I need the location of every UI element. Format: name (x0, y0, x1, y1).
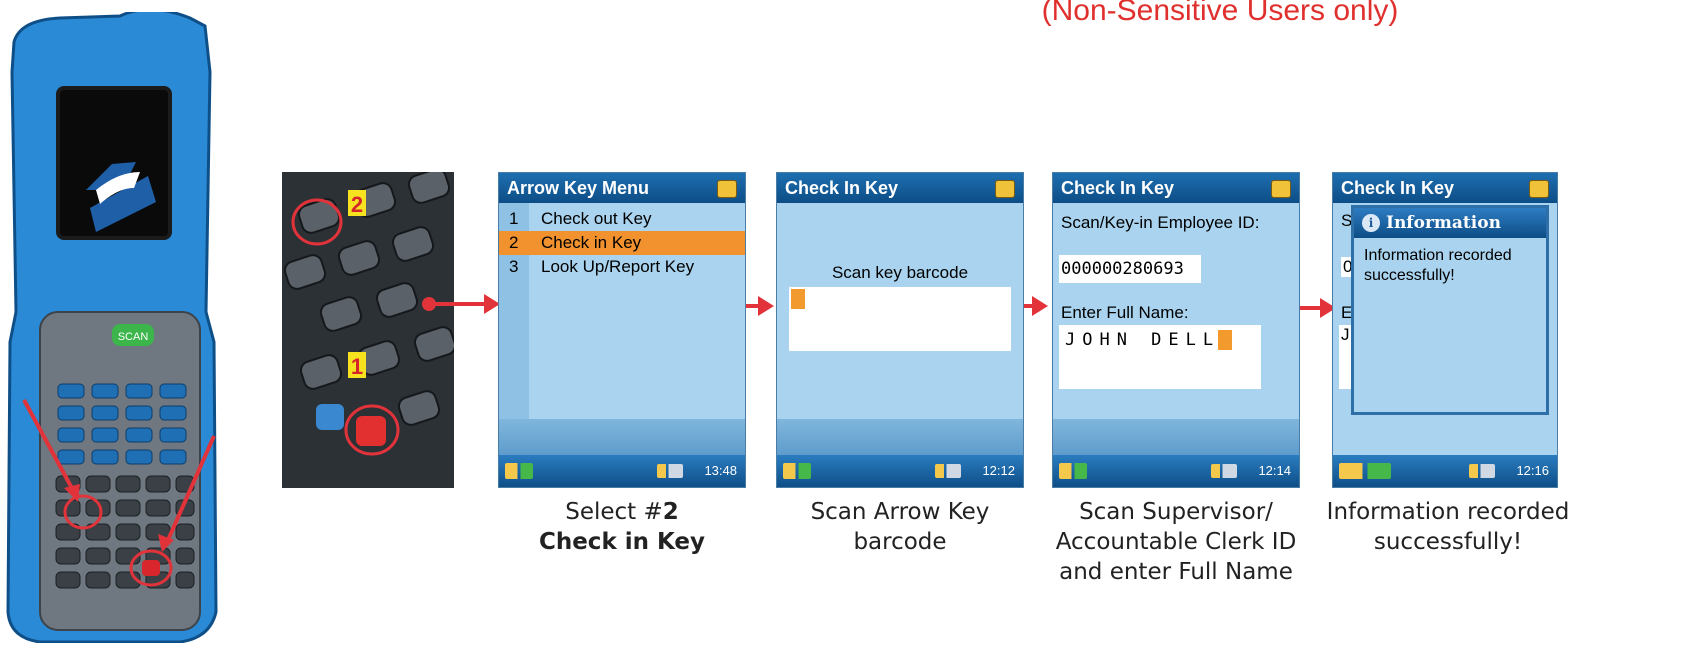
status-icons (1059, 463, 1087, 479)
menu-item-check-out-key[interactable]: 1 Check out Key (509, 209, 652, 228)
app-icon (717, 180, 737, 198)
keypad-closeup-photo: 2 1 (282, 168, 457, 488)
info-icon: i (1362, 214, 1380, 232)
app-icon (1529, 180, 1549, 198)
menu-item-look-up-report-key[interactable]: 3 Look Up/Report Key (509, 257, 695, 276)
barcode-input[interactable] (789, 287, 1011, 351)
red-key-highlight (129, 549, 173, 587)
status-icons (783, 463, 811, 479)
dialog-message: Information recorded successfully! (1364, 247, 1512, 284)
volume-battery-icon (935, 464, 961, 478)
svg-text:1: 1 (351, 354, 363, 379)
information-dialog[interactable]: i Information Information recorded succe… (1351, 205, 1549, 415)
screen-title: Check In Key (1333, 173, 1557, 203)
app-icon (1271, 180, 1291, 198)
step-2-marker (348, 190, 366, 216)
k-key-highlight (291, 198, 343, 246)
clock: 13:48 (704, 463, 737, 478)
full-name-label: Enter Full Name: (1061, 303, 1189, 322)
caption-step-1: Select #2 Check in Key (538, 499, 706, 555)
handheld-scanner-device: SCAN (0, 7, 230, 644)
status-bar: 12:16 (1333, 455, 1557, 487)
dialog-title: i Information (1354, 208, 1546, 238)
status-icons (505, 463, 533, 479)
svg-text:SCAN: SCAN (118, 331, 149, 343)
svg-text:2: 2 (351, 192, 363, 217)
menu-item-check-in-key[interactable]: 2 Check in Key (499, 231, 745, 255)
screen-arrow-key-menu: Arrow Key Menu 1 Check out Key 2 Check i… (498, 172, 746, 488)
screen-information-dialog: Check In Key S 0 E J i Information Infor… (1332, 172, 1558, 488)
volume-battery-icon (1211, 464, 1237, 478)
status-bar: 12:12 (777, 455, 1023, 487)
instruction-note: (Non-Sensitive Users only) (1041, 0, 1399, 27)
full-name-input[interactable]: JOHN DELL (1059, 325, 1261, 389)
volume-battery-icon (1469, 464, 1495, 478)
app-icon (995, 180, 1015, 198)
caption-step-4: Information recorded successfully! (1326, 499, 1570, 555)
screen-title: Arrow Key Menu (499, 173, 745, 203)
red-key-highlight (344, 404, 400, 456)
scan-prompt: Scan key barcode (831, 263, 969, 282)
screen-title: Check In Key (1053, 173, 1299, 203)
status-icons (1339, 463, 1391, 479)
scanner-illustration: SCAN (6, 7, 218, 644)
volume-battery-icon (657, 464, 683, 478)
clock: 12:12 (982, 463, 1015, 478)
text-cursor (791, 289, 805, 309)
caption-step-2: Scan Arrow Key barcode (810, 499, 990, 555)
employee-id-label: Scan/Key-in Employee ID: (1061, 213, 1260, 232)
clock: 12:14 (1258, 463, 1291, 478)
k-key-highlight (63, 494, 103, 530)
screen-scan-key-barcode: Check In Key Scan key barcode 12:12 (776, 172, 1024, 488)
step-1-marker (348, 352, 366, 378)
scan-key (112, 324, 154, 346)
status-bar: 13:48 (499, 455, 745, 487)
clock: 12:16 (1516, 463, 1549, 478)
screen-title: Check In Key (777, 173, 1023, 203)
employee-id-input[interactable]: 000000280693 (1059, 255, 1201, 283)
screen-employee-entry: Check In Key Scan/Key-in Employee ID: 00… (1052, 172, 1300, 488)
text-cursor (1218, 330, 1233, 350)
status-bar: 12:14 (1053, 455, 1299, 487)
flow-arrow (422, 294, 500, 314)
caption-step-3: Scan Supervisor/ Accountable Clerk ID an… (1055, 499, 1297, 585)
